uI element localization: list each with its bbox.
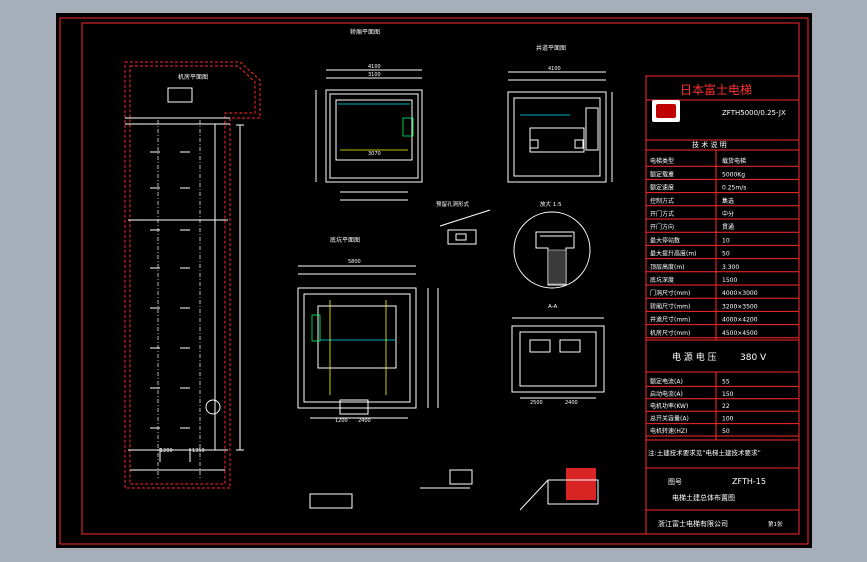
spec-row-label: 井道尺寸(mm) (650, 316, 690, 324)
power-row-label: 电机功率(KW) (650, 402, 688, 410)
power-row-label: 总开关容量(A) (650, 415, 689, 423)
spec-row-value: 4500×4500 (722, 330, 758, 337)
drawing-no-label: 图号 (668, 478, 682, 486)
dim-hw-3: 2400 (358, 418, 371, 424)
spec-row-value: 3.300 (722, 264, 739, 271)
pit-plan (511, 317, 605, 399)
machine-room-plan (507, 71, 613, 183)
spec-row-label: 门洞尺寸(mm) (650, 289, 690, 297)
spec-row-value: 贯通 (722, 223, 734, 231)
car-plan-title: 轿厢平面图 (350, 28, 380, 36)
power-row-label: 电机转速(HZ) (650, 427, 687, 435)
spec-row-label: 顶层高度(m) (650, 263, 685, 271)
tech-header: 技 术 说 明 (692, 140, 727, 149)
detail-circle (513, 211, 591, 289)
spec-row-value: 载货电梯 (722, 157, 746, 165)
detail-circle-title: 放大 1:5 (540, 200, 562, 208)
model-code: ZFTH5000/0.25-JX (722, 109, 786, 117)
pit-plan-title: A-A (548, 304, 558, 310)
spec-row-label: 最大提升高度(m) (650, 250, 697, 258)
voltage-value: 380 V (740, 353, 767, 363)
spec-row-value: 4000×3000 (722, 290, 758, 297)
dim-elevation-a: 1200 (160, 448, 173, 454)
dim-car-3: 3070 (368, 151, 381, 157)
machine-room-title: 井道平面图 (536, 44, 566, 52)
outer-frame (59, 17, 809, 545)
hoistway-plan (297, 265, 439, 419)
spec-row-label: 最大停站数 (650, 236, 680, 244)
dim-hw-1: 5800 (348, 259, 361, 265)
dim-pit-2: 2400 (565, 400, 578, 406)
spec-row-value: 4000×4200 (722, 317, 758, 324)
spec-row-label: 额定速度 (650, 184, 674, 192)
dim-pit-1: 2500 (530, 400, 543, 406)
spec-row-label: 控制方式 (650, 197, 674, 205)
spec-row-value: 集选 (722, 197, 734, 205)
dim-elevation-b: 1350 (192, 448, 205, 454)
spec-row-label: 轿厢尺寸(mm) (650, 302, 690, 310)
elevation-label-top: 机房平面图 (178, 73, 208, 81)
power-row-value: 150 (722, 391, 734, 398)
power-table: 额定电流(A) 55 启动电流(A) 150 电机功率(KW) 22 总开关容量(A) 100… (646, 377, 799, 437)
spec-row-value: 50 (722, 251, 730, 258)
dim-car-2: 3100 (368, 72, 381, 78)
spec-row-label: 底坑深度 (650, 276, 674, 284)
drawing-no: ZFTH-15 (732, 477, 766, 486)
hole-detail (439, 209, 491, 245)
power-row-value: 50 (722, 428, 730, 435)
note-text: 注:土建技术要求见“电梯土建技术要求” (648, 448, 761, 457)
power-row-label: 启动电流(A) (650, 390, 683, 398)
company-title: 日本富士电梯 (680, 82, 752, 97)
company-name: 浙江富士电梯有限公司 (658, 519, 728, 528)
spec-row-label: 机房尺寸(mm) (650, 329, 690, 337)
hole-detail-title: 预留孔洞形式 (436, 200, 470, 208)
spec-row-value: 0.25m/s (722, 185, 746, 192)
dim-car-1: 4100 (368, 64, 381, 70)
dim-mr-1: 4100 (548, 66, 561, 72)
power-row-label: 额定电流(A) (650, 377, 683, 385)
spec-row-value: 5000Kg (722, 171, 745, 178)
spec-row-label: 电梯类型 (650, 157, 674, 165)
spec-row-value: 10 (722, 237, 730, 244)
drawing-name: 电梯土建总体布置图 (672, 493, 735, 502)
spec-row-value: 1500 (722, 277, 737, 284)
power-row-value: 22 (722, 403, 730, 410)
power-row-value: 100 (722, 416, 734, 423)
spec-row-label: 开门方向 (650, 223, 674, 231)
spec-row-value: 中分 (722, 210, 734, 218)
spec-row-label: 额定载重 (650, 170, 674, 178)
sheet-number: 第1张 (768, 520, 783, 528)
spec-row-label: 开门方式 (650, 210, 674, 218)
bottom-details (309, 468, 599, 511)
spec-row-value: 3200×3500 (722, 303, 758, 310)
power-row-value: 55 (722, 378, 730, 385)
car-plan-view (315, 69, 423, 201)
voltage-label: 电 源 电 压 (672, 351, 717, 363)
dim-hw-2: 1200 (335, 418, 348, 424)
hoistway-plan-title: 底坑平面图 (330, 236, 360, 244)
shaft-elevation (124, 61, 261, 489)
